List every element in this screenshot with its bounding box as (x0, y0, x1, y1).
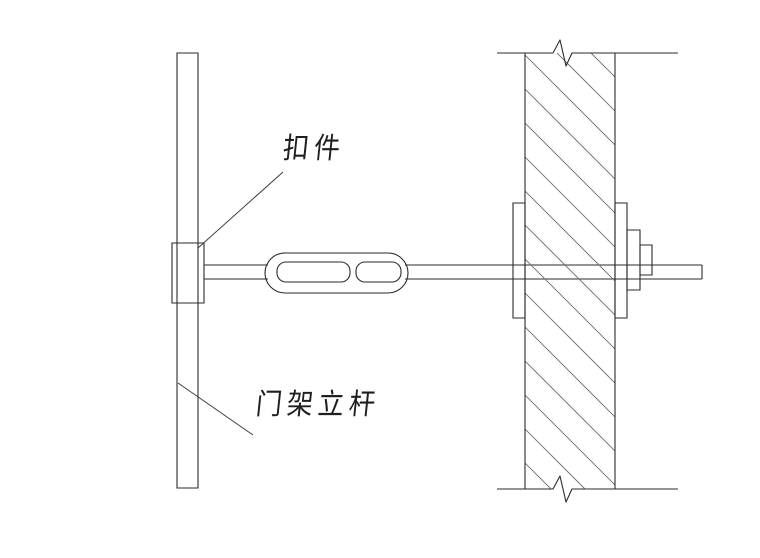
annotation-label-fastener: 扣件 (281, 132, 344, 166)
leader-line-fastener (197, 171, 284, 249)
embedded-plate-inner (513, 203, 525, 318)
break-line-top (497, 39, 678, 67)
tie-rod-right (405, 265, 640, 279)
turnbuckle (265, 253, 408, 293)
embedded-plate-outer (615, 203, 627, 318)
washer (627, 230, 640, 290)
coupler-fastener (172, 243, 204, 303)
vertical-pole (177, 53, 198, 488)
bolt-tail (640, 265, 702, 279)
leader-line-standard (177, 382, 254, 436)
annotation-label-standard: 门架立杆 (254, 388, 379, 422)
wall-hatch (525, 53, 615, 489)
break-line-bottom (497, 475, 678, 503)
tie-rod-left (204, 265, 268, 279)
nut (640, 245, 652, 275)
